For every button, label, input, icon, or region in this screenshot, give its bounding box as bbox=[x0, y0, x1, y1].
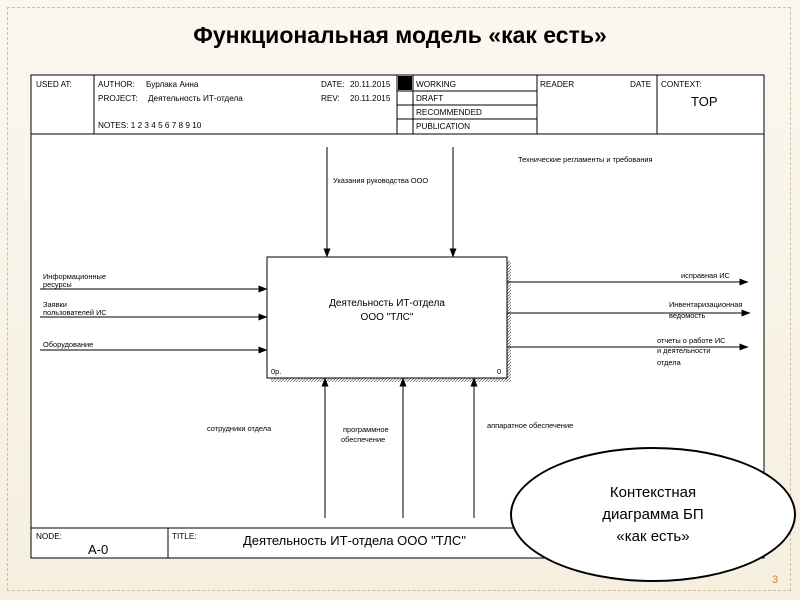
input-label-info-1: Информационные bbox=[43, 272, 106, 281]
date-value: 20.11.2015 bbox=[350, 80, 391, 89]
date2-label: DATE bbox=[630, 80, 652, 89]
output-arrows bbox=[507, 278, 751, 351]
date-label: DATE: bbox=[321, 80, 345, 89]
output-label-working-is: исправная ИС bbox=[681, 271, 731, 280]
slide-number: 3 bbox=[772, 574, 779, 586]
input-label-requests-1: Заявки bbox=[43, 300, 67, 309]
output-label-inventory-1: Инвентаризационная bbox=[669, 300, 742, 309]
status-working: WORKING bbox=[416, 80, 456, 89]
control-arrows bbox=[323, 147, 457, 258]
callout-ellipse: Контекстная диаграмма БП «как есть» bbox=[510, 447, 796, 582]
status-publication: PUBLICATION bbox=[416, 122, 470, 131]
callout-line3: «как есть» bbox=[616, 527, 690, 545]
mechanism-label-software-1: программное bbox=[343, 425, 389, 434]
idef0-header bbox=[31, 75, 764, 135]
notes-label: NOTES: 1 2 3 4 5 6 7 8 9 10 bbox=[98, 121, 202, 130]
mechanism-arrows bbox=[321, 377, 478, 518]
mechanism-label-staff: сотрудники отдела bbox=[207, 424, 272, 433]
node-value: A-0 bbox=[88, 542, 108, 557]
context-label: CONTEXT: bbox=[661, 80, 701, 89]
used-at-label: USED AT: bbox=[36, 80, 72, 89]
activity-name-line1: Деятельность ИТ-отдела bbox=[329, 298, 445, 309]
callout-line2: диаграмма БП bbox=[602, 505, 704, 523]
input-label-requests-2: пользователей ИС bbox=[43, 308, 107, 317]
output-label-reports-3: отдела bbox=[657, 358, 682, 367]
reader-label: READER bbox=[540, 80, 574, 89]
output-label-reports-1: отчеты о работе ИС bbox=[657, 336, 726, 345]
mechanism-label-software-2: обеспечение bbox=[341, 435, 385, 444]
output-label-reports-2: и деятельности bbox=[657, 346, 710, 355]
rev-value: 20.11.2015 bbox=[350, 94, 391, 103]
mechanism-label-hardware: аппаратное обеспечение bbox=[487, 421, 573, 430]
activity-name-line2: ООО "ТЛС" bbox=[361, 312, 414, 323]
node-label: NODE: bbox=[36, 532, 62, 541]
author-value: Бурлака Анна bbox=[146, 80, 199, 89]
status-recommended: RECOMMENDED bbox=[416, 108, 482, 117]
slide-frame bbox=[7, 7, 791, 591]
input-arrows bbox=[40, 285, 268, 354]
control-label-management: Указания руководства ООО bbox=[333, 176, 428, 185]
author-label: AUTHOR: bbox=[98, 80, 135, 89]
activity-number: 0 bbox=[497, 367, 501, 376]
input-label-info-2: ресурсы bbox=[43, 280, 72, 289]
control-label-regulations: Технические регламенты и требования bbox=[518, 155, 653, 164]
output-label-inventory-2: ведомость bbox=[669, 311, 705, 320]
project-value: Деятельность ИТ-отдела bbox=[148, 94, 243, 103]
status-draft: DRAFT bbox=[416, 94, 443, 103]
input-label-equipment: Оборудование bbox=[43, 340, 93, 349]
context-value: TOP bbox=[691, 94, 718, 109]
activity-cost: 0р. bbox=[271, 367, 281, 376]
footer-title-value: Деятельность ИТ-отдела ООО "ТЛС" bbox=[243, 533, 466, 548]
footer-title-label: TITLE: bbox=[172, 532, 197, 541]
callout-line1: Контекстная bbox=[609, 483, 697, 501]
project-label: PROJECT: bbox=[98, 94, 138, 103]
status-working-mark bbox=[398, 76, 412, 90]
rev-label: REV: bbox=[321, 94, 340, 103]
slide-title: Функциональная модель «как есть» bbox=[193, 22, 607, 48]
